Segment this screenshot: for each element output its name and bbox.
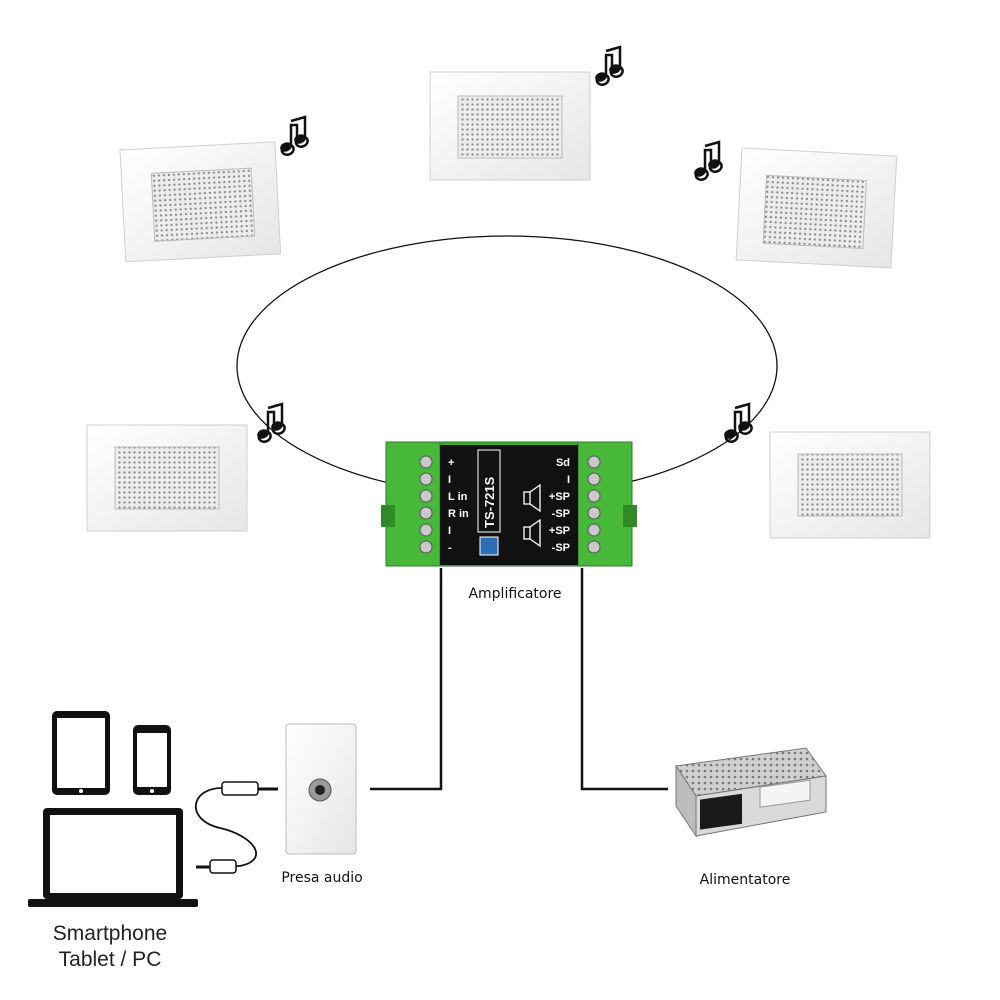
wall-speaker-icon [119,141,282,263]
laptop-icon [28,808,198,907]
amplifier-module: + I L in R in I - Sd I +SP -SP +SP -SP T… [381,441,637,567]
terminal-label: -SP [552,542,570,554]
terminal-label: I [448,474,451,486]
audio-jack-cable-icon [194,787,278,869]
terminal-label: L in [448,491,468,503]
amplifier-model: TS-721S [482,476,497,528]
music-note-icon [721,402,753,443]
power-supply-label: Alimentatore [699,872,791,888]
terminal-label: + [448,457,454,469]
wall-speaker-icon [86,424,248,532]
left-terminal-screws [419,455,433,554]
power-wire [580,568,668,791]
audio-socket-icon [285,723,357,855]
right-terminal-screws [587,455,601,554]
terminal-label: R in [448,508,469,520]
amplifier-label: Amplificatore [468,586,562,602]
terminal-label: Sd [556,457,570,469]
smartphone-icon [133,725,171,795]
audio-input-wire [370,568,443,791]
terminal-label: +SP [549,525,570,537]
wall-speaker-icon [735,147,898,269]
brand-logo [479,536,499,556]
audio-socket-label: Presa audio [281,870,363,886]
speaker-symbol-icon [523,483,541,548]
jack-plug [209,859,237,874]
music-note-icon [691,140,723,181]
jack-plug [221,781,259,796]
music-note-icon [592,45,624,86]
music-note-icon [277,115,309,156]
devices-label-line1: Smartphone [52,922,168,945]
terminal-label: -SP [552,508,570,520]
power-supply-icon [675,747,827,838]
wall-speaker-icon [429,71,591,181]
terminal-label: I [448,525,451,537]
wall-speaker-icon [769,431,931,539]
terminal-label: +SP [549,491,570,503]
tablet-icon [52,711,110,795]
terminal-label: I [567,474,570,486]
devices-label-line2: Tablet / PC [58,948,162,971]
terminal-label: - [448,542,452,554]
